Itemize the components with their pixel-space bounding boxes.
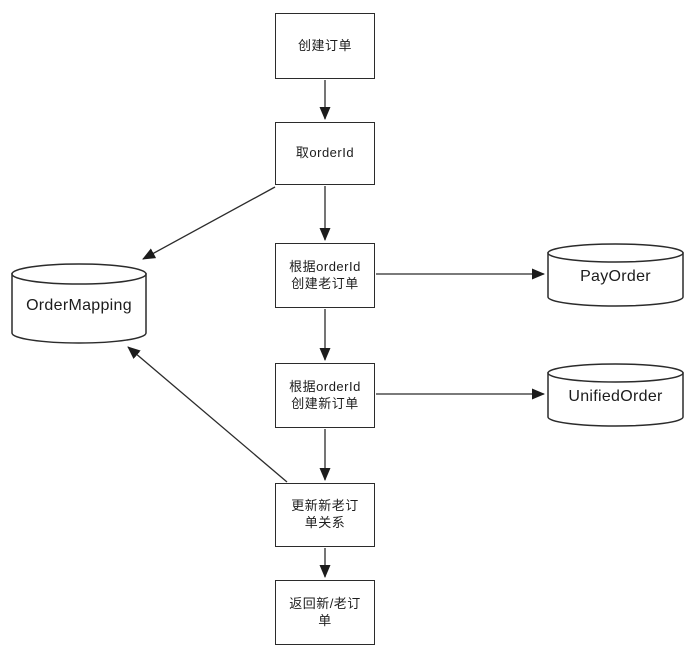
datastore-label-pay-order: PayOrder bbox=[580, 268, 651, 285]
arrow-update-to-ordermapping bbox=[127, 346, 288, 483]
node-label-update-relation: 更新新老订 单关系 bbox=[291, 498, 359, 530]
node-label-create-order: 创建订单 bbox=[297, 37, 352, 53]
datastore-label-order-mapping: OrderMapping bbox=[26, 297, 132, 314]
node-label-return-orders: 返回新/老订 单 bbox=[289, 595, 361, 628]
flow-node-create-order: 创建订单 bbox=[275, 13, 375, 79]
flow-node-get-order-id: 取orderId bbox=[275, 122, 375, 185]
database-cylinder-order-mapping bbox=[11, 263, 147, 344]
flow-node-create-old-order: 根据orderId 创建老订单 bbox=[275, 243, 375, 308]
database-cylinder-pay-order bbox=[547, 243, 684, 307]
datastore-label-unified-order: UnifiedOrder bbox=[568, 388, 663, 405]
database-cylinder-unified-order bbox=[547, 363, 684, 427]
node-label-get-order-id: 取orderId bbox=[295, 145, 355, 161]
arrow-getid-to-ordermapping bbox=[142, 186, 276, 260]
node-label-create-new-order: 根据orderId 创建新订单 bbox=[289, 378, 361, 411]
node-label-create-old-order: 根据orderId 创建老订单 bbox=[289, 258, 361, 291]
flow-node-create-new-order: 根据orderId 创建新订单 bbox=[275, 363, 375, 428]
flow-node-return-orders: 返回新/老订 单 bbox=[275, 580, 375, 645]
flow-node-update-relation: 更新新老订 单关系 bbox=[275, 483, 375, 547]
